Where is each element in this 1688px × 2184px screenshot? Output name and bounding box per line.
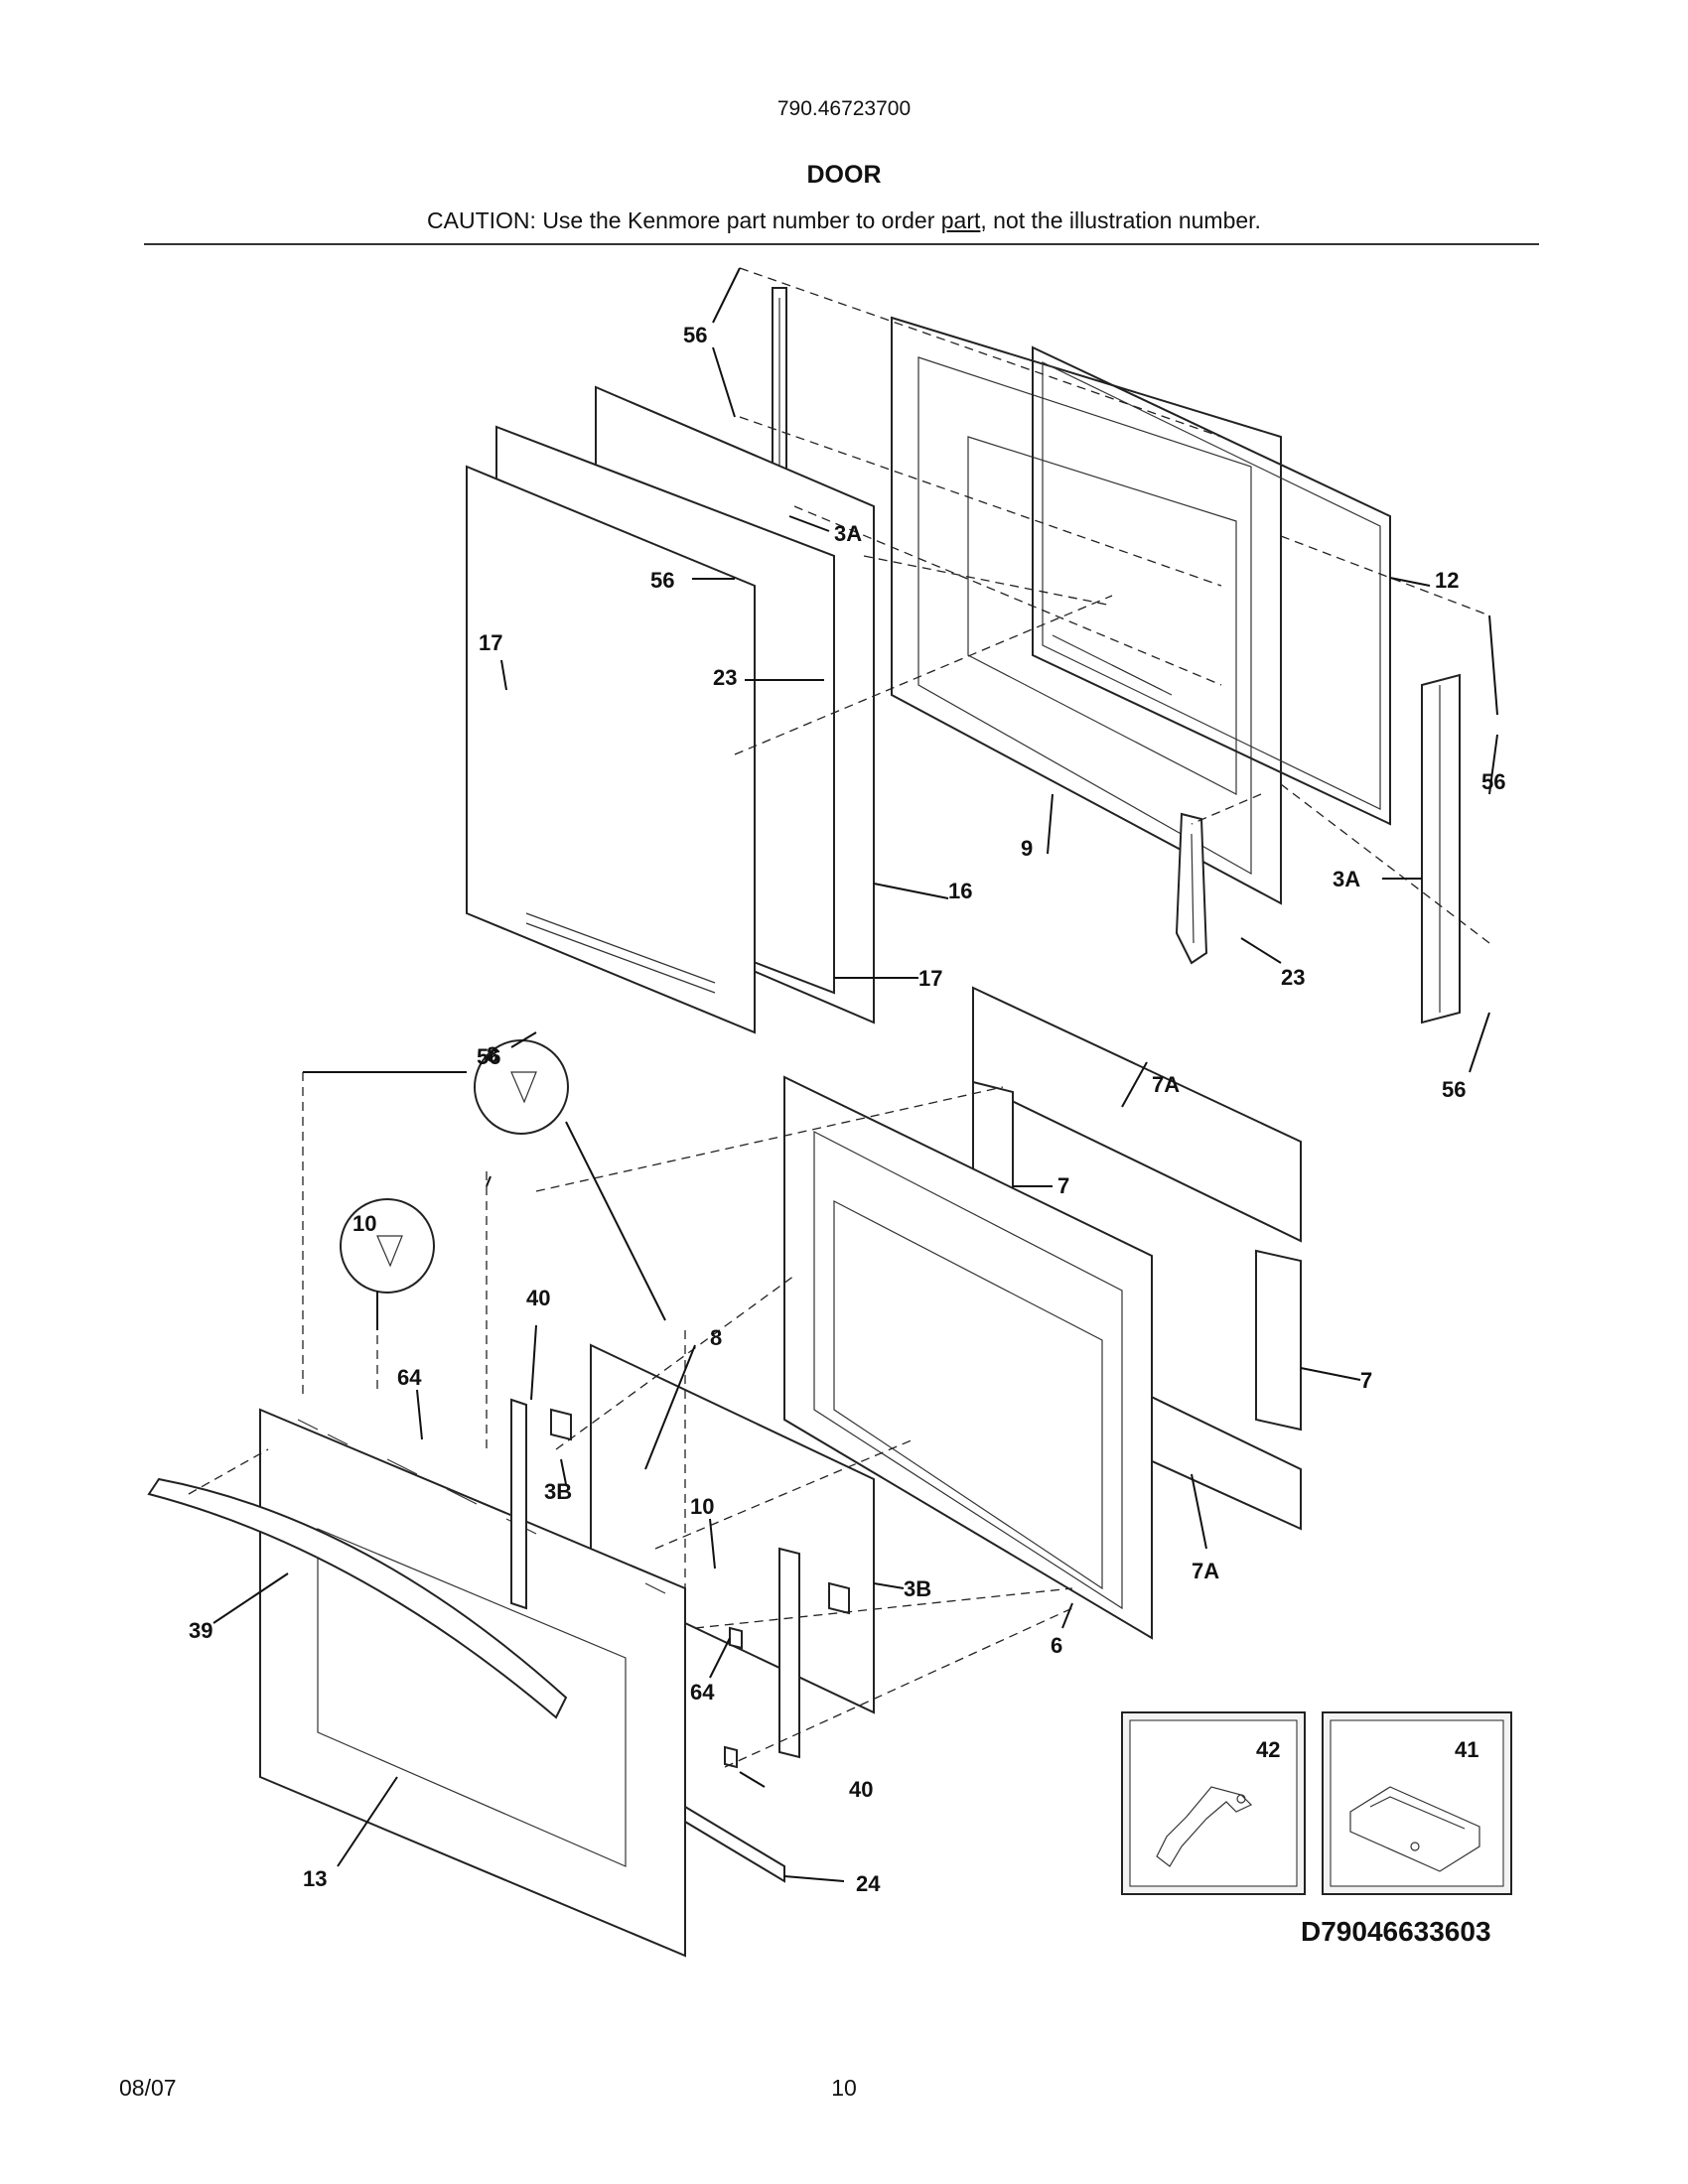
callout-leaders xyxy=(212,267,1498,1882)
inset-part-41: 41 xyxy=(1322,1711,1512,1895)
screw-detail-56 xyxy=(474,1039,569,1135)
callout-3A-b: 3A xyxy=(1333,867,1360,891)
door-handle xyxy=(147,1477,568,1719)
callout-56-detail: 56 xyxy=(477,1044,500,1069)
callout-56-a: 56 xyxy=(683,323,707,347)
hinge-right xyxy=(1175,812,1208,965)
diagram-id: D79046633603 xyxy=(1301,1916,1491,1947)
inset-label-41: 41 xyxy=(1455,1737,1478,1762)
inner-door-frame xyxy=(891,316,1282,905)
callout-6: 6 xyxy=(1051,1633,1062,1658)
inset-part-42: 42 xyxy=(1121,1711,1306,1895)
callout-24: 24 xyxy=(856,1871,881,1896)
callout-40-a: 40 xyxy=(526,1286,550,1310)
callout-7-a: 7 xyxy=(1057,1173,1069,1198)
header-divider xyxy=(144,243,1539,245)
inner-door-liner xyxy=(783,1075,1153,1640)
caution-prefix: CAUTION: Use the Kenmore part number to … xyxy=(427,207,941,233)
callout-13: 13 xyxy=(303,1866,327,1891)
callout-56-c: 56 xyxy=(1481,769,1505,794)
callout-17-a: 17 xyxy=(479,630,502,655)
caution-note: CAUTION: Use the Kenmore part number to … xyxy=(0,207,1688,234)
assembly-guide-lines xyxy=(188,267,1490,1768)
callout-23-b: 23 xyxy=(1281,965,1305,990)
callout-39: 39 xyxy=(189,1618,212,1643)
callout-17-b: 17 xyxy=(918,966,942,991)
outer-door-panel xyxy=(259,1408,686,1958)
callout-56-d: 56 xyxy=(1442,1077,1466,1102)
callout-10-b: 10 xyxy=(690,1494,714,1519)
callout-9: 9 xyxy=(1021,836,1033,861)
section-title: DOOR xyxy=(806,161,882,189)
callout-23-a: 23 xyxy=(713,665,737,690)
caution-suffix: , not the illustration number. xyxy=(980,207,1261,233)
callout-3A-a: 3A xyxy=(834,521,862,546)
door-liner-frame xyxy=(1032,345,1391,826)
callout-3B-b: 3B xyxy=(904,1576,931,1601)
inset-label-42: 42 xyxy=(1256,1737,1280,1762)
model-number: 790.46723700 xyxy=(776,97,912,120)
callout-7-b: 7 xyxy=(1360,1368,1372,1393)
callout-7A-a: 7A xyxy=(1152,1072,1180,1097)
callout-16: 16 xyxy=(948,879,972,903)
caution-part-link[interactable]: part xyxy=(940,207,981,233)
callout-64-b: 64 xyxy=(690,1680,715,1705)
callout-labels: 56 3A 56 23 12 17 16 17 8 9 56 3A 23 56 … xyxy=(189,323,1505,1896)
callout-56-b: 56 xyxy=(650,568,674,593)
footer-date: 08/07 xyxy=(119,2075,177,2101)
page-number: 10 xyxy=(831,2075,857,2101)
callout-3B-a: 3B xyxy=(544,1479,572,1504)
callout-8-b: 8 xyxy=(710,1325,722,1350)
callout-40-b: 40 xyxy=(849,1777,873,1802)
callout-64-a: 64 xyxy=(397,1365,422,1390)
callout-12: 12 xyxy=(1435,568,1459,593)
callout-10-detail: 10 xyxy=(352,1211,376,1236)
lower-glass-panel xyxy=(590,1343,875,1714)
screw-detail-10 xyxy=(340,1198,435,1294)
glass-panel-stack xyxy=(466,385,875,1034)
callout-8-a: 8 xyxy=(487,1042,498,1067)
hinge-rail-right xyxy=(1421,673,1461,1024)
callout-7A-b: 7A xyxy=(1192,1559,1219,1583)
